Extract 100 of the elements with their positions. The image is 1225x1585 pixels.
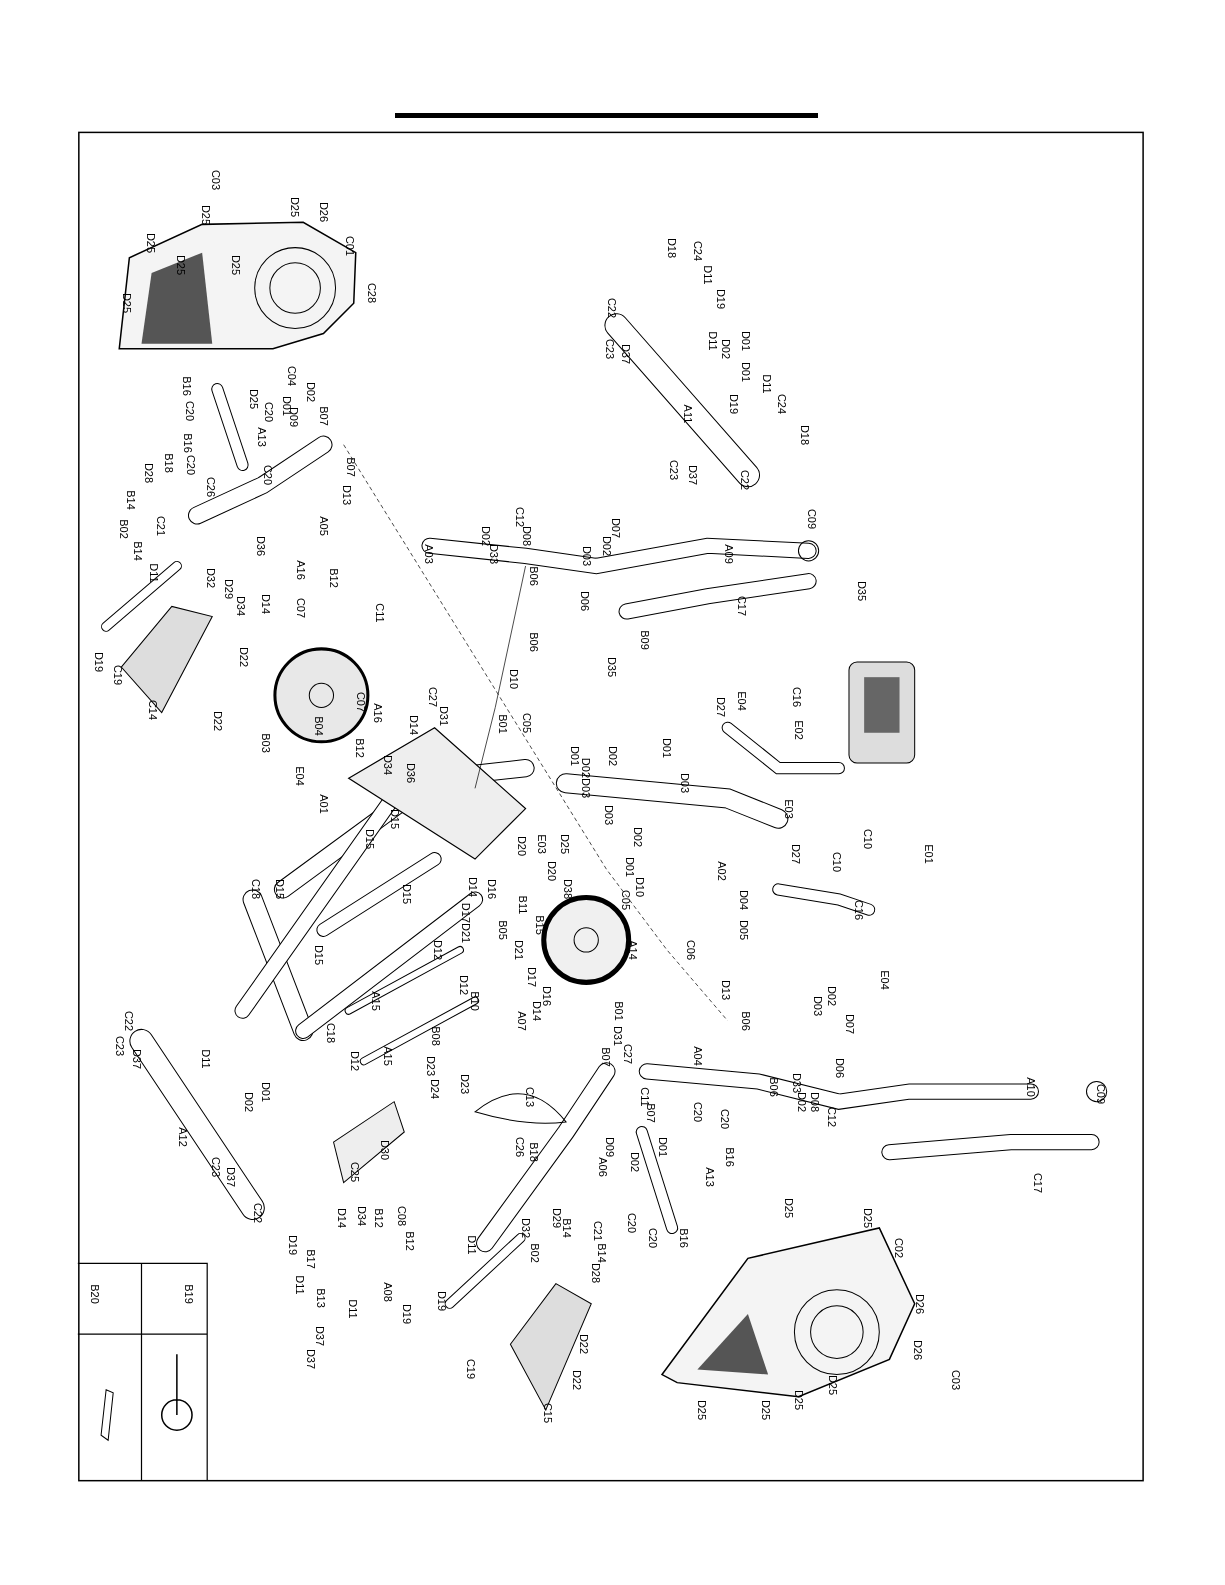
callout-number: D01 (660, 737, 672, 758)
callout-number: D26 (913, 1293, 925, 1314)
callout-number: D11 (465, 1235, 477, 1255)
callout-number: D37 (224, 1167, 236, 1188)
callout-number: C19 (111, 665, 123, 686)
callout-number: B06 (527, 566, 539, 586)
callout-number: D02 (631, 826, 643, 847)
callout-number: D11 (147, 563, 159, 583)
callout-number: D32 (204, 568, 216, 589)
callout-number: D08 (808, 1091, 820, 1112)
callout-number: B07 (599, 1047, 611, 1067)
callout-number: C25 (348, 1162, 360, 1183)
callout-number: E03 (535, 834, 547, 854)
callout-number: D15 (363, 828, 375, 849)
callout-number: B12 (403, 1231, 415, 1251)
callout-number: D12 (457, 975, 469, 996)
callout-number: D37 (304, 1349, 316, 1370)
callout-number: C17 (1031, 1172, 1043, 1193)
callout-number: A02 (715, 861, 727, 881)
callout-number: B14 (560, 1218, 572, 1238)
callout-number: D02 (479, 525, 491, 546)
callout-number: D37 (686, 464, 698, 486)
callout-number: D01 (739, 330, 751, 351)
callout-number: D36 (254, 535, 266, 556)
callout-number: C27 (621, 1044, 633, 1065)
callout-number: C27 (426, 687, 438, 708)
callout-number: B19 (182, 1283, 194, 1304)
callout-number: C20 (691, 1101, 703, 1122)
callout-number: B07 (344, 457, 356, 477)
callout-number: A16 (294, 560, 306, 580)
callout-number: D22 (211, 710, 223, 731)
callout-number: E01 (922, 844, 934, 864)
callout-number: C09 (1094, 1083, 1106, 1104)
callout-number: D33 (790, 1073, 802, 1094)
callout-number: C04 (285, 365, 297, 387)
callout-number: D34 (234, 596, 246, 617)
callout-number: B08 (429, 1026, 441, 1046)
callout-number: E02 (792, 719, 804, 740)
callout-number: D03 (602, 804, 614, 825)
callout-number: D14 (466, 877, 478, 898)
callout-number: D11 (346, 1299, 358, 1319)
callout-number: A08 (381, 1281, 393, 1302)
callout-number: B10 (468, 990, 480, 1011)
callout-number: D35 (855, 581, 867, 602)
callout-number: B01 (612, 1000, 624, 1021)
callout-number: B18 (527, 1142, 539, 1162)
callout-number: D01 (739, 361, 751, 383)
callout-number: D26 (911, 1340, 923, 1361)
callout-number: D17D21 (459, 902, 471, 943)
callout-number: D24 (428, 1078, 440, 1099)
callout-number: A06 (596, 1157, 608, 1178)
callout-number: D11 (199, 1049, 211, 1069)
callout-number: D19 (435, 1290, 447, 1311)
callout-number: C20 (646, 1228, 658, 1249)
callout-number: D16 (540, 985, 552, 1006)
callout-number: D02D03 (579, 758, 591, 799)
callout-number: D19 (400, 1303, 412, 1324)
callout-number: C09 (805, 509, 817, 530)
callout-number: D07 (843, 1013, 855, 1034)
callout-number: B05 (496, 920, 508, 940)
callout-number: D01 (656, 1137, 668, 1158)
callout-number: B12 (353, 738, 365, 758)
callout-number: C24 (691, 240, 703, 261)
callout-number: C11 (373, 603, 385, 624)
callout-number: C22 (251, 1202, 263, 1223)
callout-number: B11 (516, 895, 527, 914)
callout-number: B20 (88, 1283, 100, 1304)
callout-number: D23 (424, 1056, 436, 1077)
callout-number: D37 (130, 1049, 142, 1070)
callout-number: D14 (335, 1207, 347, 1228)
callout-number: A11 (681, 405, 693, 424)
callout-number: B16 (677, 1228, 689, 1248)
callout-number: D02 (719, 338, 731, 359)
callout-number: B02 (117, 518, 129, 539)
callout-number: C13 (523, 1086, 535, 1107)
callout-number: C20 (262, 402, 274, 423)
callout-number: A13 (703, 1167, 714, 1188)
callout-number: C21 (154, 515, 166, 536)
callout-number: D02 (600, 535, 612, 556)
callout-number: D25 (861, 1207, 873, 1228)
callout-number: D18 (665, 237, 677, 258)
callout-number: C18 (325, 1022, 336, 1043)
callout-number: C18 (249, 879, 261, 900)
callout-number: C05 (520, 712, 532, 733)
callout-number: D31 (611, 1025, 622, 1047)
callout-number: C26 (204, 477, 216, 498)
callout-number: D11 (702, 265, 713, 285)
callout-number: D21 (513, 939, 524, 961)
callout-number: D12 (431, 939, 443, 961)
callout-number: B06 (739, 1011, 751, 1031)
callout-number: A10 (1024, 1076, 1036, 1097)
callout-number: D28 (589, 1263, 601, 1284)
callout-number: D02 (825, 985, 837, 1006)
callout-number: D34 (381, 755, 393, 776)
callout-number: C14 (146, 699, 158, 720)
callout-number: D29 (550, 1207, 562, 1228)
callout-number: D25 (759, 1399, 771, 1420)
callout-number: D02 (628, 1152, 640, 1173)
callout-number: E04 (878, 970, 890, 991)
callout-number: D36 (404, 763, 416, 784)
